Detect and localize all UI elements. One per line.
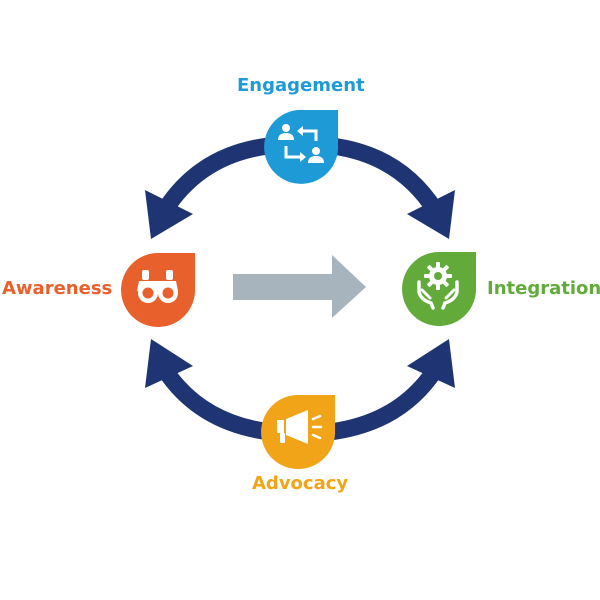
node-awareness	[121, 253, 196, 327]
arrowhead-to-awareness-lower	[145, 339, 193, 388]
arc-engagement-to-integration	[330, 137, 443, 215]
label-engagement: Engagement	[237, 75, 365, 96]
arrowhead-to-integration	[407, 190, 455, 239]
hands-gear-icon	[417, 262, 459, 310]
center-arrow	[233, 255, 366, 318]
binoculars-icon	[137, 270, 178, 303]
arc-advocacy-to-awareness	[157, 365, 272, 441]
arrowhead-to-awareness	[145, 190, 193, 239]
drop-engagement	[264, 109, 339, 184]
label-awareness: Awareness	[2, 278, 113, 299]
exchange-people-icon	[278, 124, 324, 163]
megaphone-icon	[277, 410, 323, 444]
node-advocacy	[261, 395, 336, 469]
node-engagement	[264, 109, 339, 184]
arc-advocacy-to-integration	[328, 365, 443, 441]
label-integration: Integration	[487, 278, 600, 299]
arc-engagement-to-awareness	[157, 137, 270, 215]
arrowhead-to-integration-lower	[407, 339, 455, 388]
node-integration	[402, 252, 477, 326]
label-advocacy: Advocacy	[252, 473, 349, 494]
cycle-arrows	[145, 137, 455, 441]
